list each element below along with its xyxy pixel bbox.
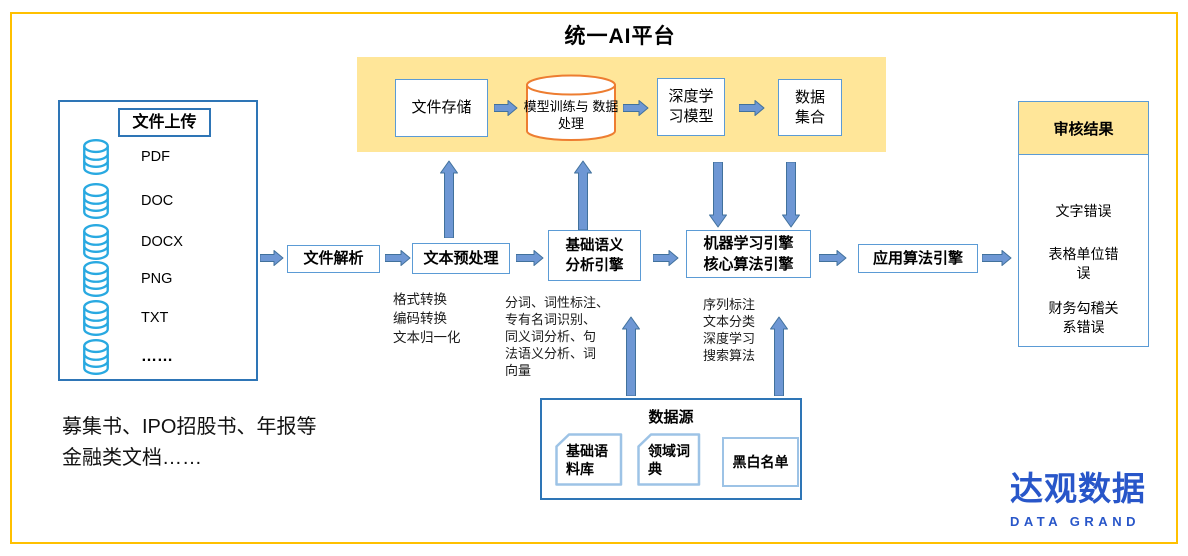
note-line: 序列标注 (703, 297, 756, 312)
node-model-training-cylinder: 模型训练与 数据处理 (523, 74, 619, 143)
note-line: 搜索算法 (703, 348, 756, 363)
database-icon (83, 339, 109, 375)
arrow-down-icon (782, 161, 800, 228)
arrow-right-icon (738, 100, 765, 116)
result-item: 财务勾稽关系错误 (1048, 300, 1119, 335)
card-corpus: 基础语 料库 (555, 433, 623, 486)
upload-item-label: PNG (141, 271, 173, 287)
logo-en: DATA GRAND (1010, 514, 1140, 529)
node-file-parsing: 文件解析 (287, 245, 380, 273)
result-item: 表格单位错误 (1048, 246, 1119, 281)
arrow-right-icon (384, 250, 411, 266)
upload-row: TXT (77, 299, 168, 337)
note-line: 文本归一化 (393, 330, 461, 345)
note-line: 向量 (505, 363, 532, 378)
gold-frame (10, 12, 1178, 544)
datasource-panel: 数据源 基础语 料库 领域词 典 黑白名单 (540, 398, 802, 500)
caption-text: 募集书、IPO招股书、年报等 金融类文档…… (62, 416, 317, 469)
upload-item-label: DOC (141, 193, 174, 209)
logo: 达观数据 DATA GRAND (1010, 462, 1170, 529)
upload-item-label: DOCX (141, 234, 183, 250)
node-deep-learning-model: 深度学 习模型 (657, 78, 725, 136)
datasource-title: 数据源 (648, 409, 694, 426)
result-panel: 审核结果 文字错误 表格单位错误 财务勾稽关系错误 (1018, 101, 1149, 347)
arrow-right-icon (259, 250, 284, 266)
note-line: 同义词分析、句 (505, 329, 597, 344)
note-ml: 序列标注 文本分类 深度学习 搜索算法 (703, 296, 755, 364)
note-line: 文本分类 (703, 314, 756, 329)
node-text-preprocessing: 文本预处理 (412, 243, 510, 274)
arrow-right-icon (818, 250, 847, 266)
node-ml-engine: 机器学习引擎 核心算法引擎 (686, 230, 811, 278)
arrow-right-icon (622, 100, 649, 116)
arrow-right-icon (515, 250, 544, 266)
note-semantic: 分词、词性标注、 专有名词识别、 同义词分析、句 法语义分析、词 向量 (505, 294, 609, 379)
database-icon (83, 139, 109, 175)
upload-panel: 文件上传 PDF DOC DOCX PNG TXT …… (58, 100, 258, 381)
note-preprocessing: 格式转换 编码转换 文本归一化 (393, 290, 461, 347)
note-line: 深度学习 (703, 331, 756, 346)
diagram-title: 统一AI平台 (564, 25, 676, 48)
folded-card-icon (637, 433, 701, 486)
arrow-up-icon (770, 316, 788, 397)
result-item: 文字错误 (1055, 203, 1112, 219)
arrow-up-icon (574, 160, 592, 231)
upload-row: …… (77, 338, 173, 376)
arrow-right-icon (493, 100, 518, 116)
node-data-collection: 数据 集合 (778, 79, 842, 136)
upload-row: PDF (77, 138, 170, 176)
card-blacklist: 黑白名单 (722, 437, 799, 487)
database-icon (83, 224, 109, 260)
node-label: 文件存储 (411, 99, 472, 116)
arrow-up-icon (622, 316, 640, 397)
arrow-down-icon (709, 161, 727, 228)
folded-card-icon (555, 433, 623, 486)
node-label: 模型训练与 数据处理 (523, 99, 619, 131)
upload-row: DOC (77, 182, 173, 220)
upload-item-label: TXT (141, 310, 169, 326)
database-icon (83, 300, 109, 336)
database-icon (83, 261, 109, 297)
upload-item-label: PDF (141, 149, 170, 165)
note-line: 专有名词识别、 (505, 312, 597, 327)
upload-title: 文件上传 (118, 108, 211, 137)
arrow-right-icon (981, 250, 1012, 266)
note-line: 分词、词性标注、 (505, 295, 610, 310)
upload-row: DOCX (77, 223, 183, 261)
logo-cn: 达观数据 (1010, 470, 1146, 507)
upload-item-label: …… (141, 348, 173, 365)
note-line: 法语义分析、词 (505, 346, 597, 361)
card-domain-dict: 领域词 典 (637, 433, 701, 486)
note-line: 编码转换 (393, 311, 447, 326)
upload-row: PNG (77, 260, 172, 298)
result-header: 审核结果 (1019, 102, 1148, 155)
note-line: 格式转换 (393, 292, 447, 307)
arrow-right-icon (652, 250, 679, 266)
cylinder-icon (526, 74, 616, 141)
node-applied-engine: 应用算法引擎 (858, 244, 978, 273)
node-semantic-engine: 基础语义 分析引擎 (548, 230, 641, 281)
database-icon (83, 183, 109, 219)
node-file-storage: 文件存储 (395, 79, 488, 137)
arrow-up-icon (440, 160, 458, 239)
